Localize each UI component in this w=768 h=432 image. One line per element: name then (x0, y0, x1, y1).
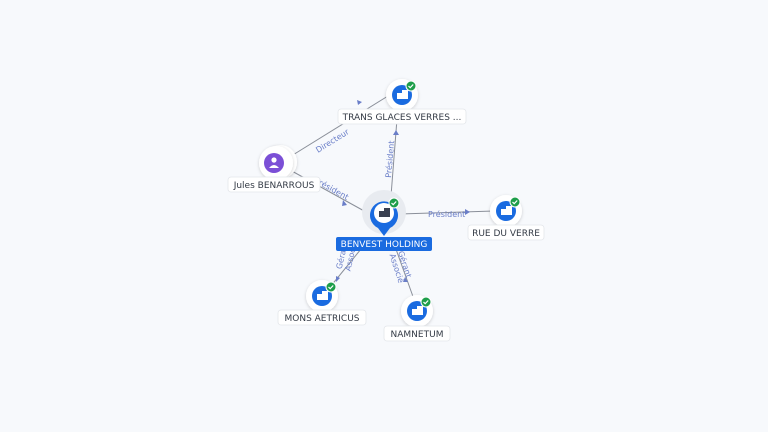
arrowhead (342, 200, 347, 206)
arrowhead (465, 209, 470, 215)
node-mons-aetricus[interactable]: MONS AETRICUS (277, 280, 367, 326)
node-label-box (277, 309, 367, 326)
building-icon (317, 291, 328, 300)
node-label-box (383, 325, 451, 342)
person-icon (269, 157, 279, 168)
check-mark (328, 285, 334, 290)
check-mark (408, 84, 414, 89)
node-trans-glaces-verres[interactable]: TRANS GLACES VERRES ... (337, 79, 467, 125)
check-mark (423, 300, 429, 305)
node-namnetum[interactable]: NAMNETUM (383, 295, 451, 342)
node-label-box (336, 237, 432, 251)
node-benvest-holding[interactable]: BENVEST HOLDING (336, 190, 432, 251)
edge-label-center-trans: Président (383, 140, 396, 178)
node-rue-du-verre[interactable]: RUE DU VERRE (467, 195, 545, 241)
node-label: MONS AETRICUS (285, 314, 360, 324)
node-label-box (467, 224, 545, 241)
node-label: TRANS GLACES VERRES ... (342, 113, 462, 123)
arrowhead (336, 276, 340, 282)
building-icon (397, 90, 408, 99)
edge-label-line: Gérant Associé (388, 250, 415, 285)
edge-label-center-namnetum: Gérant Associé (388, 250, 415, 285)
node-label-box (227, 176, 321, 193)
node-jules-benarrous[interactable]: Jules BENARROUS (227, 145, 321, 193)
node-label: NAMNETUM (391, 330, 444, 340)
check-mark (391, 201, 397, 206)
arrowhead (403, 277, 408, 282)
node-circle (264, 153, 284, 173)
building-icon (501, 206, 512, 215)
edge-jules-trans[interactable] (287, 95, 389, 159)
arrowhead (393, 130, 399, 135)
edge-label-jules-trans: Directeur (314, 127, 351, 155)
arrowhead (357, 100, 362, 105)
node-label: RUE DU VERRE (472, 229, 540, 239)
edge-label-center-rue: Président (428, 209, 465, 219)
edge-center-rue[interactable] (399, 210, 495, 215)
building-icon (379, 208, 390, 217)
node-label: BENVEST HOLDING (341, 240, 428, 250)
building-icon (412, 306, 423, 315)
node-label: Jules BENARROUS (233, 181, 315, 191)
node-label-box (337, 108, 467, 125)
check-mark (512, 200, 518, 205)
